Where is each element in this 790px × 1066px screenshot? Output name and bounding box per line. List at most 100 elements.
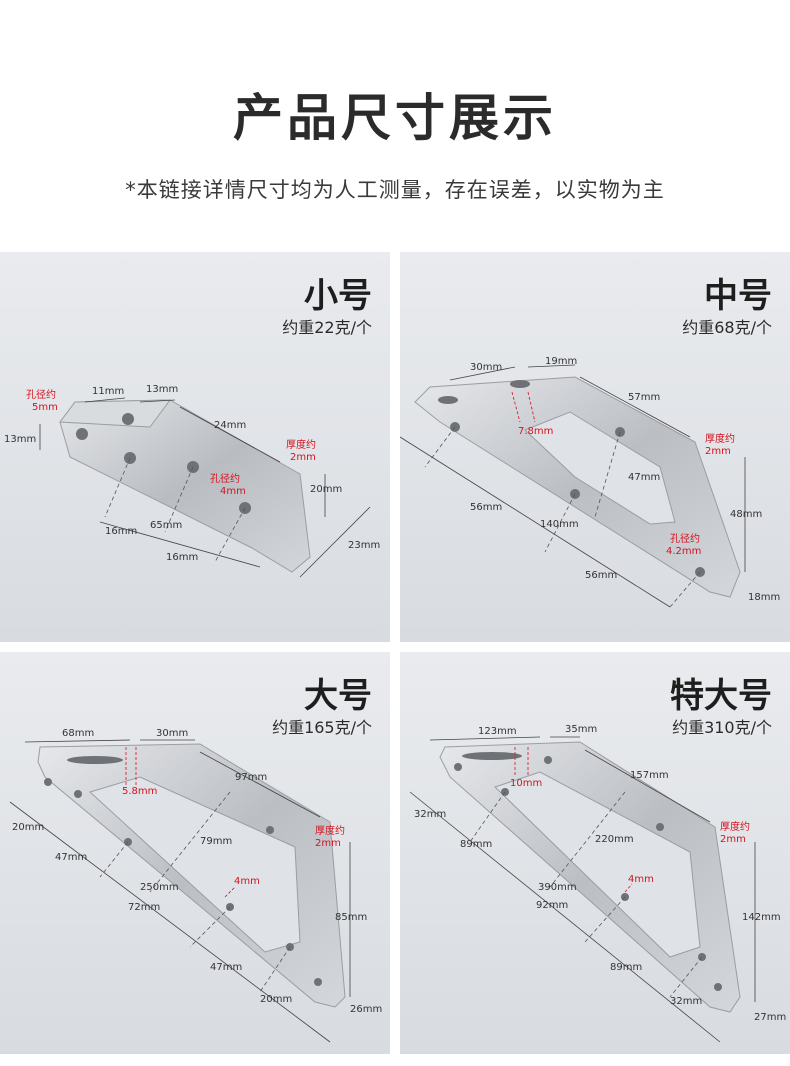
hole [266, 826, 274, 834]
dim-20: 20mm [310, 484, 342, 495]
dim-line [527, 364, 576, 368]
weight: 约重310克/个 [672, 718, 772, 737]
dim-line [400, 436, 671, 608]
dim-47a: 47mm [55, 852, 87, 863]
dim-16a: 16mm [105, 526, 137, 537]
dim-27: 27mm [754, 1012, 786, 1023]
dim-13a: 13mm [146, 384, 178, 395]
thickness-value: 2mm [720, 834, 746, 845]
slot-width: 10mm [510, 778, 542, 789]
dim-32b: 32mm [670, 996, 702, 1007]
dim-18: 18mm [748, 592, 780, 603]
dim-guide [99, 841, 129, 878]
dim-guide [669, 571, 701, 608]
dim-line [139, 399, 176, 403]
dim-guide [214, 507, 246, 563]
dim-48: 48mm [730, 509, 762, 520]
slot [438, 396, 458, 404]
dim-220: 220mm [595, 834, 634, 845]
slot [67, 756, 123, 764]
hole [74, 790, 82, 798]
red-guide [224, 886, 236, 898]
dim-guide [424, 426, 456, 468]
dim-123: 123mm [478, 726, 517, 737]
thickness-label: 厚度约 [315, 824, 345, 837]
size-name: 特大号 [670, 676, 772, 716]
dim-85: 85mm [335, 912, 367, 923]
dim-23: 23mm [348, 540, 380, 551]
dim-guide [584, 896, 626, 943]
dim-line [449, 366, 516, 381]
dim-56a: 56mm [470, 502, 502, 513]
bracket-plate [414, 376, 741, 598]
bracket-cutout [89, 776, 301, 953]
hole-label: 孔径约 [670, 532, 700, 545]
dim-97: 97mm [235, 772, 267, 783]
dim-32a: 32mm [414, 809, 446, 820]
hole-top-label: 孔径约 [26, 388, 56, 401]
dim-line [24, 739, 131, 743]
dim-line [84, 397, 126, 403]
weight: 约重165克/个 [272, 718, 372, 737]
dim-30: 30mm [156, 728, 188, 739]
hole-mid-value: 4mm [220, 486, 246, 497]
hole [544, 756, 552, 764]
hole-mid-label: 孔径约 [210, 472, 240, 485]
dim-57: 57mm [628, 392, 660, 403]
dim-line [584, 749, 711, 823]
dim-guide [594, 431, 621, 518]
medium-bracket-diagram: 30mm 19mm 57mm 7.8mm 厚度约 2mm 47mm 56mm 1… [400, 356, 780, 608]
thickness-value: 2mm [705, 446, 731, 457]
hole-top-value: 5mm [32, 402, 58, 413]
thickness-label: 厚度约 [286, 438, 316, 451]
size-name: 小号 [304, 276, 372, 316]
dim-65: 65mm [150, 520, 182, 531]
bracket-flange [59, 399, 172, 428]
dim-56b: 56mm [585, 570, 617, 581]
panel-medium: 30mm 19mm 57mm 7.8mm 厚度约 2mm 47mm 56mm 1… [400, 252, 790, 642]
dim-guide [669, 956, 703, 998]
dim-guide [544, 493, 576, 553]
dim-79: 79mm [200, 836, 232, 847]
hole-size: 4mm [628, 874, 654, 885]
extra-large-bracket-diagram: 123mm 35mm 10mm 157mm 32mm 89mm 220mm 厚度… [409, 724, 786, 1043]
dim-30: 30mm [470, 362, 502, 373]
dim-35: 35mm [565, 724, 597, 735]
large-bracket-diagram: 68mm 30mm 5.8mm 97mm 20mm 47mm 79mm 厚度约 … [9, 728, 382, 1043]
hole [44, 778, 52, 786]
dim-89b: 89mm [610, 962, 642, 973]
weight: 约重22克/个 [282, 318, 372, 337]
dim-390: 390mm [538, 882, 577, 893]
dim-line [429, 736, 541, 741]
dim-19: 19mm [545, 356, 577, 367]
measurement-note: *本链接详情尺寸均为人工测量，存在误差，以实物为主 [125, 178, 665, 202]
panel-extra-large: 123mm 35mm 10mm 157mm 32mm 89mm 220mm 厚度… [400, 652, 790, 1054]
dim-72: 72mm [128, 902, 160, 913]
dim-47b: 47mm [210, 962, 242, 973]
panel-small: 孔径约 5mm 11mm 13mm 13mm 24mm 厚度约 2mm 20mm… [0, 252, 390, 642]
dim-line [409, 791, 721, 1043]
dim-guide [164, 466, 194, 533]
panel-large: 68mm 30mm 5.8mm 97mm 20mm 47mm 79mm 厚度约 … [0, 652, 390, 1054]
dim-guide [549, 791, 626, 888]
dim-line [9, 801, 331, 1043]
dim-line [579, 376, 691, 438]
weight: 约重68克/个 [682, 318, 772, 337]
thickness-value: 2mm [315, 838, 341, 849]
dim-line [199, 751, 321, 818]
red-guide [527, 391, 536, 423]
hole-value: 4.2mm [666, 546, 701, 557]
dim-92: 92mm [536, 900, 568, 911]
dim-guide [469, 791, 506, 843]
dim-16b: 16mm [166, 552, 198, 563]
dim-guide [259, 946, 291, 993]
dim-11: 11mm [92, 386, 124, 397]
dim-140: 140mm [540, 519, 579, 530]
hole-size: 4mm [234, 876, 260, 887]
dim-142: 142mm [742, 912, 781, 923]
dim-250: 250mm [140, 882, 179, 893]
hole [122, 413, 134, 425]
size-name: 中号 [704, 276, 772, 316]
thickness-value: 2mm [290, 452, 316, 463]
dim-20b: 20mm [260, 994, 292, 1005]
